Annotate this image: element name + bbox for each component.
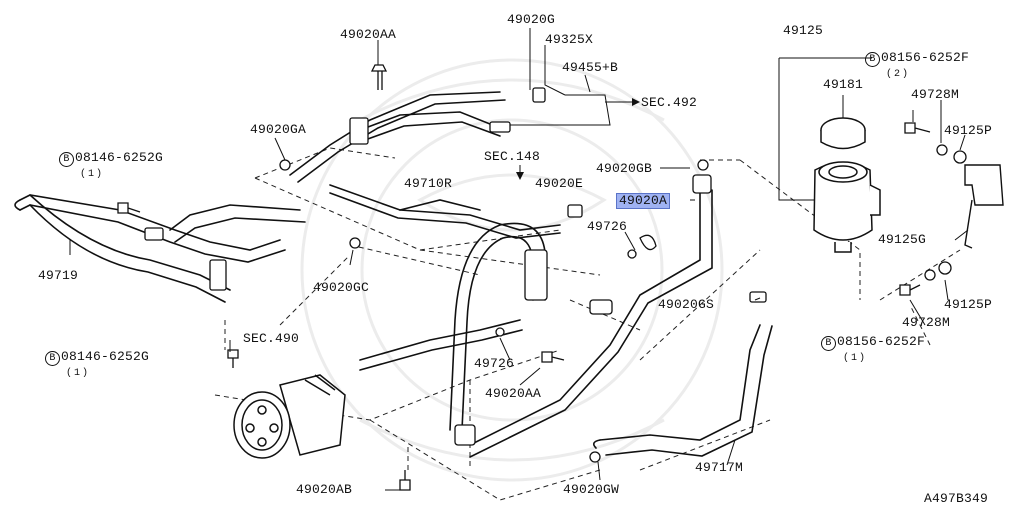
bolt-part-number: 08146-6252G [75,150,164,165]
part-label-49020gs: 49020GS [658,297,715,312]
part-label-49455b: 49455+B [562,60,619,75]
clamps [144,87,767,463]
reservoir-tank [813,117,881,253]
leader-lines [69,28,969,491]
bolts [117,64,967,491]
part-label-49125: 49125 [783,23,824,38]
part-label-49020gb: 49020GB [596,161,653,176]
bolt-b-badge: B [59,152,74,167]
part-label-49717m: 49717M [695,460,744,475]
part-label-49726-lower: 49726 [474,356,515,371]
part-label-49710r: 49710R [404,176,453,191]
diagram-id: A497B349 [924,491,989,506]
hose-lines [14,91,773,458]
section-ref-490: SEC.490 [243,331,300,346]
part-label-49020aa-lower: 49020AA [485,386,542,401]
section-ref-492: SEC.492 [641,95,698,110]
bolt-quantity: (1) [80,169,105,180]
bolt-quantity: (1) [66,368,91,379]
bolt-quantity: (1) [843,353,868,364]
part-label-49020ab: 49020AB [296,482,353,497]
part-label-49726: 49726 [587,219,628,234]
bolt-b-badge: B [821,336,836,351]
part-label-49020ga: 49020GA [250,122,307,137]
section-ref-148: SEC.148 [484,149,541,164]
part-label-49728m: 49728M [911,87,960,102]
bolt-part-number: 08156-6252F [881,50,970,65]
part-label-49020aa: 49020AA [340,27,397,42]
bolt-b-badge: B [45,351,60,366]
part-label-49181: 49181 [823,77,864,92]
part-label-49125p: 49125P [944,123,993,138]
part-label-49125p-lower: 49125P [944,297,993,312]
bolt-part-number: 08146-6252G [61,349,150,364]
bolt-quantity: (2) [886,69,911,80]
part-label-49325x: 49325X [545,32,594,47]
reservoir-bracket [964,164,1004,249]
part-label-49719: 49719 [38,268,79,283]
part-label-49020gw: 49020GW [563,482,620,497]
power-steering-pump [233,374,346,459]
bolt-b-badge: B [865,52,880,67]
part-label-49728m-lower: 49728M [902,315,951,330]
bolt-part-number: 08156-6252F [837,334,926,349]
part-label-49020a-highlighted[interactable]: 49020A [616,193,671,209]
part-label-49020gc: 49020GC [313,280,370,295]
part-label-49020e: 49020E [535,176,584,191]
part-label-49125g: 49125G [878,232,927,247]
part-label-49020g: 49020G [507,12,556,27]
